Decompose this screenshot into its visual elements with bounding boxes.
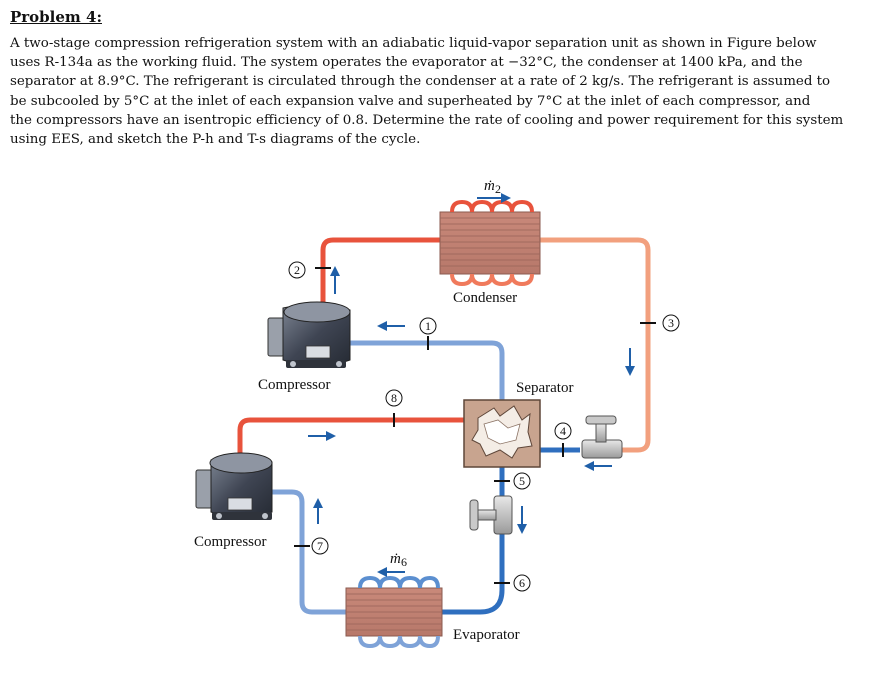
mass-flow-m2: ṁ 2 [484, 178, 501, 196]
pipe-separator-to-1 [350, 340, 505, 400]
statement-line: uses R-134a as the working fluid. The sy… [10, 55, 803, 71]
arrow-up-icon [313, 498, 323, 524]
compressor-upper [267, 301, 351, 368]
state-label-3: 3 [662, 314, 680, 332]
condenser-label: Condenser [453, 290, 517, 306]
mass-flow-subscript: 6 [401, 555, 407, 569]
separator [463, 399, 541, 468]
compressor-lower [195, 452, 273, 520]
state-number: 1 [425, 319, 431, 333]
state-number: 4 [560, 424, 566, 438]
pipe-condenser-to-3 [538, 237, 651, 453]
compressor-lower-label: Compressor [194, 534, 267, 550]
state-label-8: 8 [385, 389, 403, 407]
arrow-right-icon [308, 431, 336, 441]
mass-flow-symbol: ṁ [390, 551, 401, 567]
state-number: 5 [519, 474, 525, 488]
statement-line: A two-stage compression refrigeration sy… [10, 36, 817, 51]
state-number: 7 [317, 539, 323, 553]
state-number: 6 [519, 576, 525, 590]
mass-flow-subscript: 2 [495, 182, 501, 196]
evaporator [345, 575, 443, 649]
arrow-left-icon [584, 461, 612, 471]
separator-label: Separator [516, 380, 573, 396]
compressor-upper-label: Compressor [258, 377, 331, 393]
state-label-1: 1 [419, 317, 437, 335]
arrow-left-icon [377, 321, 405, 331]
statement-line: using EES, and sketch the P-h and T-s di… [10, 132, 421, 148]
arrow-left-icon [377, 567, 405, 577]
pipe-separator-to-5 [440, 467, 505, 615]
state-label-2: 2 [288, 261, 306, 279]
expansion-valve-upper [581, 415, 623, 459]
statement-line: the compressors have an isentropic effic… [10, 112, 844, 128]
state-label-5: 5 [513, 472, 531, 490]
state-label-6: 6 [513, 574, 531, 592]
expansion-valve-lower [469, 495, 513, 535]
state-label-7: 7 [311, 537, 329, 555]
pipe-8-to-separator [237, 417, 465, 455]
flow-arrows [308, 193, 635, 577]
state-label-4: 4 [554, 422, 572, 440]
problem-statement: A two-stage compression refrigeration sy… [10, 34, 862, 149]
arrow-down-icon [517, 506, 527, 534]
state-number: 2 [294, 263, 300, 277]
problem-heading: Problem 4: [10, 8, 102, 26]
state-number: 8 [391, 391, 397, 405]
mass-flow-m6: ṁ 6 [390, 551, 407, 569]
statement-line: separator at 8.9°C. The refrigerant is c… [10, 74, 831, 90]
arrow-down-icon [625, 348, 635, 376]
pipe-evaporator-to-7 [272, 489, 348, 615]
state-tick-marks [294, 267, 656, 584]
statement-line: be subcooled by 5°C at the inlet of each… [10, 93, 811, 109]
pipe-2-to-condenser [320, 237, 445, 305]
condenser [439, 199, 541, 287]
arrow-up-icon [330, 266, 340, 294]
arrow-right-icon [477, 193, 511, 203]
evaporator-label: Evaporator [453, 627, 520, 643]
mass-flow-symbol: ṁ [484, 178, 495, 194]
state-number: 3 [668, 316, 674, 330]
